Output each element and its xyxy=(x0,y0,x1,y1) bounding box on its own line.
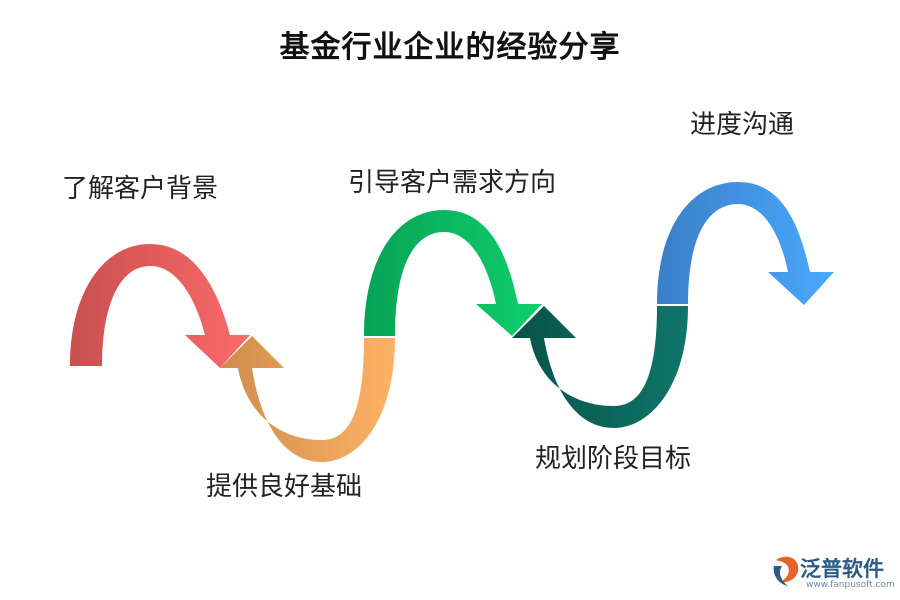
arrow-step-1 xyxy=(70,244,250,368)
step-label-5: 进度沟通 xyxy=(690,110,795,140)
step-label-1: 了解客户背景 xyxy=(62,174,219,204)
step-label-3: 引导客户需求方向 xyxy=(348,168,557,198)
arrow-step-2 xyxy=(220,336,395,462)
fanpu-logo-icon xyxy=(773,556,799,586)
page-title: 基金行业企业的经验分享 xyxy=(279,30,621,65)
watermark-name: 泛普软件 xyxy=(800,557,884,581)
step-label-2: 提供良好基础 xyxy=(206,472,363,502)
arrow-step-4 xyxy=(512,306,688,428)
arrow-step-5 xyxy=(657,182,834,305)
step-label-4: 规划阶段目标 xyxy=(535,444,692,474)
arrow-step-3 xyxy=(364,210,542,336)
watermark-url: www.fanpusoft.com xyxy=(806,580,895,590)
